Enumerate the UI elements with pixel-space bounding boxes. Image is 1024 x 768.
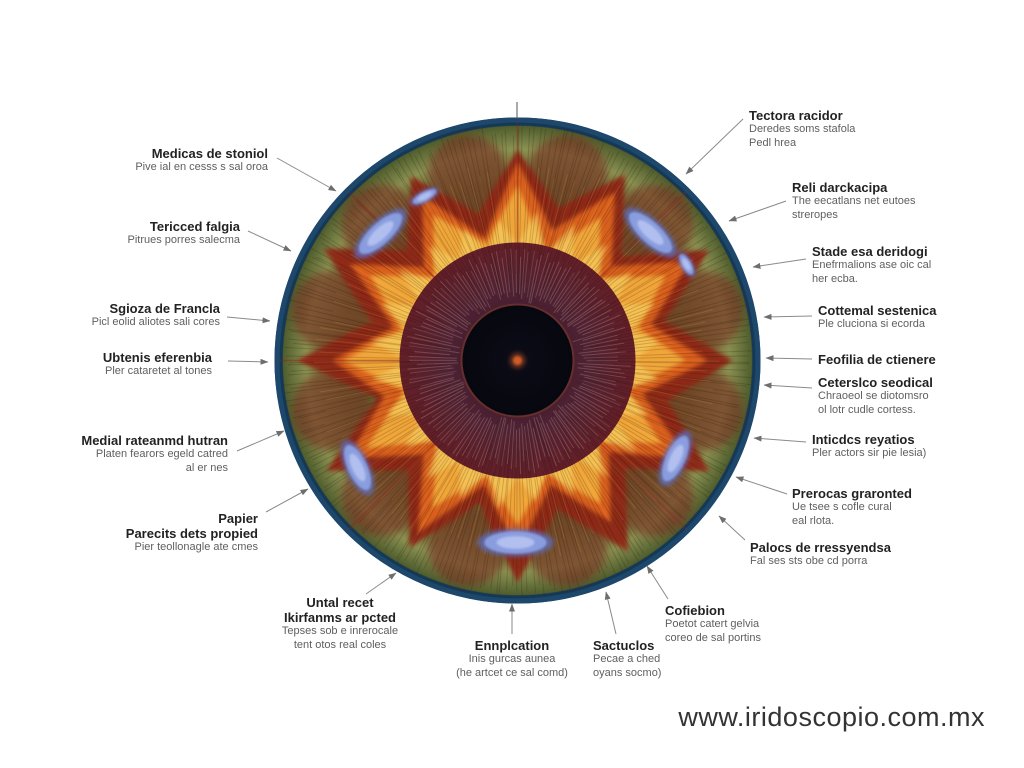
watermark-url: www.iridoscopio.com.mx <box>678 702 985 732</box>
label-subtitle: streropes <box>792 208 838 221</box>
leader-line-sgioza-de-francla <box>226 316 271 324</box>
label-title: Ceterslco seodical <box>818 375 933 390</box>
label-title: Cofiebion <box>665 603 725 618</box>
label-title: Ikirfanms ar pcted <box>284 610 396 625</box>
label-subtitle: Deredes soms stafola <box>749 123 856 135</box>
leader-line-feofilia-de-ctienere <box>765 355 813 362</box>
label-title: Medial rateanmd hutran <box>81 433 228 448</box>
label-subtitle: Ple cluciona si ecorda <box>818 318 926 330</box>
label-title: Ennplcation <box>474 638 550 653</box>
label-subtitle: Pler cataretet al tones <box>104 365 212 377</box>
label-subtitle: tent otos real coles <box>293 638 387 651</box>
label-title: Prerocas graronted <box>792 486 912 501</box>
label-title: Tericced falgia <box>149 219 240 234</box>
label-title: Feofilia de ctienere <box>818 352 936 367</box>
label-subtitle: (he artcet ce sal comd) <box>456 666 568 679</box>
label-title: Papier <box>218 511 258 526</box>
label-subtitle: eal rlota. <box>792 514 835 527</box>
label-subtitle: oyans socmo) <box>593 666 662 679</box>
leader-line-ceterslco-seodical <box>763 382 813 389</box>
label-subtitle: Enefrmalions ase oic cal <box>812 259 932 271</box>
label-title: Cottemal sestenica <box>818 303 937 318</box>
iris-illustration <box>274 117 761 604</box>
label-subtitle: Poetot catert gelvia <box>665 618 760 630</box>
label-title: Sactuclos <box>593 638 655 653</box>
label-feofilia-de-ctienere: Feofilia de ctienere <box>818 352 936 367</box>
label-title: Stade esa deridogi <box>812 244 928 259</box>
label-subtitle: Chraoeol se diotomsro <box>818 390 929 402</box>
label-title: Parecits dets propied <box>125 526 258 541</box>
label-subtitle: Inis gurcas aunea <box>468 653 556 665</box>
label-subtitle: Pier teollonagle ate cmes <box>134 541 258 553</box>
label-subtitle: Tepses sob e inrerocale <box>281 625 399 637</box>
label-subtitle: Pedl hrea <box>749 136 797 149</box>
label-title: Inticdcs reyatios <box>812 432 915 447</box>
label-subtitle: Pecae a ched <box>593 653 661 665</box>
label-subtitle: her ecba. <box>812 272 858 285</box>
label-subtitle: Ue tsee s cofle cural <box>792 501 892 513</box>
label-title: Sgioza de Francla <box>109 301 220 316</box>
label-title: Reli darckacipa <box>792 180 888 195</box>
label-title: Palocs de rressyendsa <box>750 540 891 555</box>
leader-line-cottemal-sestenica <box>763 313 813 320</box>
label-subtitle: al er nes <box>185 461 228 474</box>
label-subtitle: Fal ses sts obe cd porra <box>750 555 868 567</box>
label-subtitle: Pler actors sir pie lesia) <box>812 447 927 459</box>
label-subtitle: Pive ial en cesss s sal oroa <box>135 161 268 173</box>
label-subtitle: The eecatlans net eutoes <box>792 195 916 207</box>
label-subtitle: Platen fearors egeld catred <box>95 448 228 460</box>
label-title: Ubtenis eferenbia <box>102 350 212 365</box>
label-subtitle: coreo de sal portins <box>665 631 761 644</box>
label-subtitle: Picl eolid aliotes sali cores <box>91 316 220 328</box>
label-title: Tectora racidor <box>749 108 843 123</box>
label-subtitle: ol lotr cudle cortess. <box>818 403 916 416</box>
leader-line-inticdcs-reyatios <box>753 435 807 443</box>
leader-line-ubtenis-eferenbia <box>227 358 269 365</box>
label-title: Medicas de stoniol <box>151 146 268 161</box>
label-subtitle: Pitrues porres salecma <box>127 234 241 246</box>
